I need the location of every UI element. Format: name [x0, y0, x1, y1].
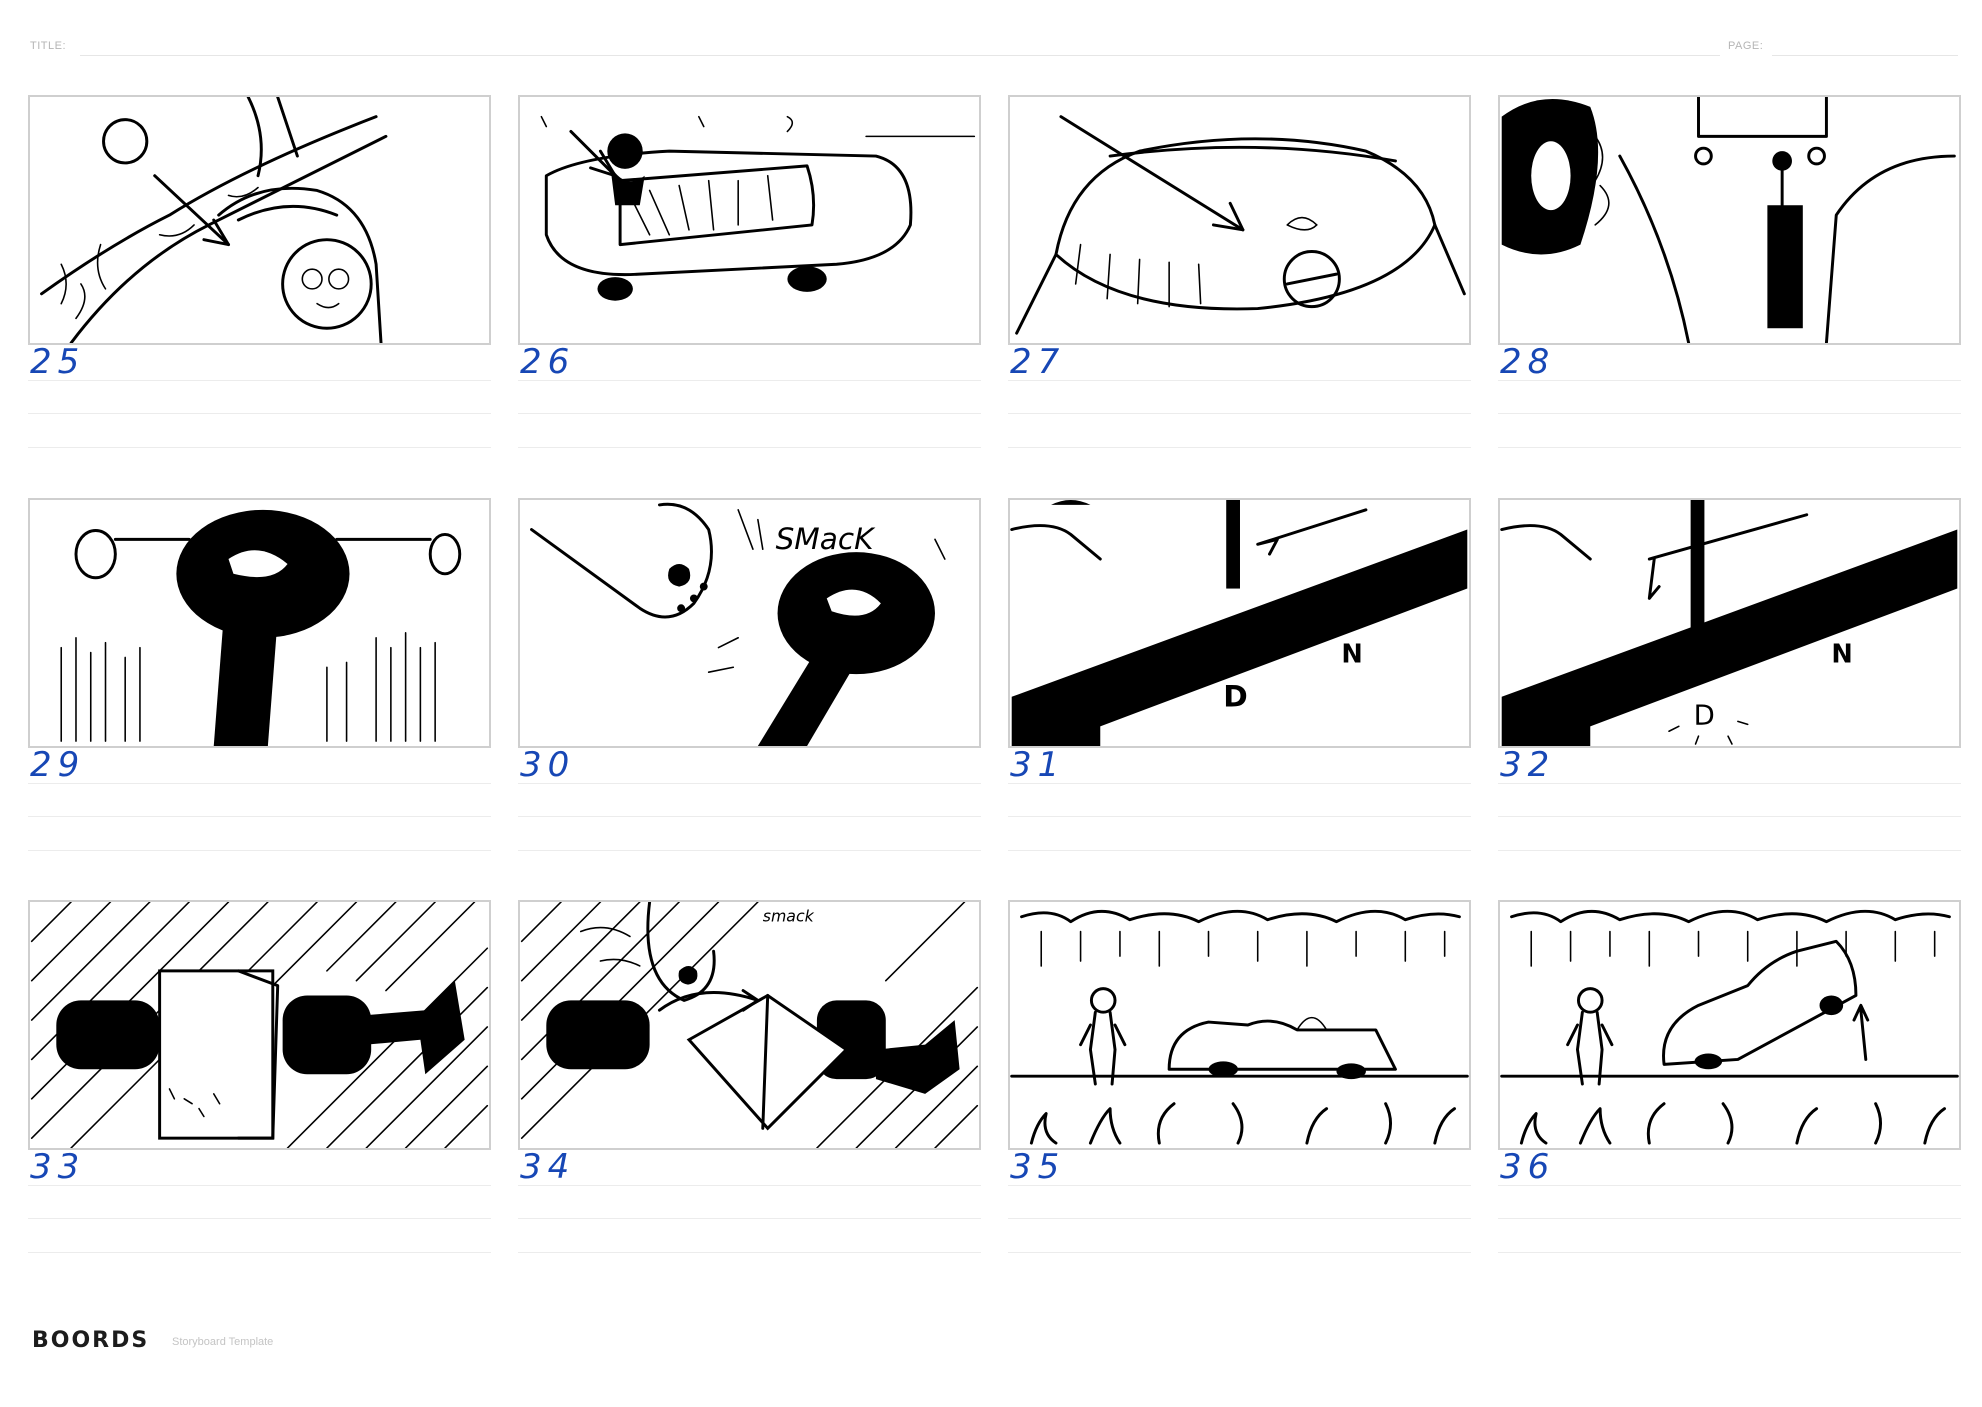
- panel-number: 33: [30, 1147, 86, 1187]
- smack-text: SMacK: [776, 522, 877, 556]
- note-line: [1008, 413, 1471, 414]
- storyboard-panel-30[interactable]: SMacK 30: [518, 498, 981, 851]
- gear-n-label: N: [1831, 639, 1852, 669]
- smack-text-small: smack: [763, 907, 815, 926]
- panel-frame[interactable]: [1498, 95, 1961, 345]
- note-line: [1008, 850, 1471, 851]
- panel-number: 26: [520, 342, 576, 382]
- note-line: [1498, 1185, 1961, 1186]
- note-line: [28, 783, 491, 784]
- title-line: [80, 55, 1720, 56]
- note-line: [1008, 1185, 1471, 1186]
- panel-frame[interactable]: [1008, 900, 1471, 1150]
- gear-n-label: N: [1341, 639, 1362, 669]
- storyboard-panel-33[interactable]: 33: [28, 900, 491, 1253]
- note-line: [28, 1185, 491, 1186]
- note-line: [28, 413, 491, 414]
- panel-frame[interactable]: [28, 95, 491, 345]
- storyboard-panel-28[interactable]: 28: [1498, 95, 1961, 448]
- panel-number: 29: [30, 745, 86, 785]
- storyboard-panel-36[interactable]: 36: [1498, 900, 1961, 1253]
- storyboard-panel-32[interactable]: D N 32: [1498, 498, 1961, 851]
- panel-frame[interactable]: [1498, 900, 1961, 1150]
- page-label: PAGE:: [1728, 40, 1764, 52]
- sketch-gear-selector-d-shift: D N: [1500, 500, 1958, 746]
- note-line: [518, 380, 981, 381]
- note-line: [518, 816, 981, 817]
- sketch-tree-grandma: [40, 97, 388, 343]
- page-line: [1772, 55, 1958, 56]
- sketch-steering-wheel-gearshift: [1501, 97, 1956, 343]
- note-line: [1498, 783, 1961, 784]
- storyboard-panel-25[interactable]: 25: [28, 95, 491, 448]
- note-line: [28, 1252, 491, 1253]
- storyboard-panel-27[interactable]: 27: [1008, 95, 1471, 448]
- panel-frame[interactable]: smack: [518, 900, 981, 1150]
- panel-number: 31: [1010, 745, 1066, 785]
- panel-frame[interactable]: [518, 95, 981, 345]
- note-line: [1008, 1252, 1471, 1253]
- sketch-brick-on-pedal: [30, 902, 489, 1148]
- note-line: [1008, 1218, 1471, 1219]
- panel-number: 30: [520, 745, 576, 785]
- panel-number: 34: [520, 1147, 576, 1187]
- sketch-boy-and-car-tilting: [1500, 909, 1959, 1145]
- panel-frame[interactable]: D N: [1498, 498, 1961, 748]
- note-line: [518, 413, 981, 414]
- note-line: [1498, 380, 1961, 381]
- note-line: [1008, 447, 1471, 448]
- note-line: [1008, 380, 1471, 381]
- sketch-paw-smack: SMacK: [530, 502, 946, 746]
- sketch-boy-and-car: [1010, 909, 1469, 1145]
- title-label: TITLE:: [30, 40, 67, 52]
- storyboard-panel-26[interactable]: 26: [518, 95, 981, 448]
- note-line: [1498, 413, 1961, 414]
- sketch-gear-selector-d: D N: [1010, 500, 1468, 746]
- note-line: [1008, 783, 1471, 784]
- note-line: [1498, 447, 1961, 448]
- sketch-car-top-view: [540, 115, 976, 301]
- panel-frame[interactable]: [28, 498, 491, 748]
- storyboard-panel-34[interactable]: smack 34: [518, 900, 981, 1253]
- footer-subtitle: Storyboard Template: [172, 1336, 274, 1348]
- note-line: [518, 1252, 981, 1253]
- note-line: [518, 1185, 981, 1186]
- note-line: [28, 380, 491, 381]
- gear-d-label: D: [1223, 680, 1248, 714]
- panel-frame[interactable]: D N: [1008, 498, 1471, 748]
- note-line: [518, 447, 981, 448]
- panel-number: 32: [1500, 745, 1556, 785]
- note-line: [1498, 816, 1961, 817]
- panel-number: 28: [1500, 342, 1556, 382]
- panel-number: 36: [1500, 1147, 1556, 1187]
- note-line: [1498, 1218, 1961, 1219]
- panel-frame[interactable]: [28, 900, 491, 1150]
- note-line: [518, 783, 981, 784]
- panel-number: 25: [30, 342, 86, 382]
- note-line: [28, 816, 491, 817]
- boords-logo: BOORDS: [32, 1328, 150, 1353]
- note-line: [1498, 1252, 1961, 1253]
- storyboard-panel-31[interactable]: D N 31: [1008, 498, 1471, 851]
- gear-d-lit-label: D: [1694, 699, 1715, 731]
- panel-number: 35: [1010, 1147, 1066, 1187]
- note-line: [518, 1218, 981, 1219]
- sketch-car-rear-view: [1015, 115, 1466, 335]
- storyboard-panel-35[interactable]: 35: [1008, 900, 1471, 1253]
- note-line: [28, 850, 491, 851]
- note-line: [518, 850, 981, 851]
- panel-frame[interactable]: SMacK: [518, 498, 981, 748]
- note-line: [28, 447, 491, 448]
- sketch-gearshift-knob: [60, 509, 462, 746]
- panel-frame[interactable]: [1008, 95, 1471, 345]
- note-line: [1008, 816, 1471, 817]
- storyboard-panel-29[interactable]: 29: [28, 498, 491, 851]
- note-line: [1498, 850, 1961, 851]
- note-line: [28, 1218, 491, 1219]
- sketch-paw-pushes-brick: smack: [520, 902, 979, 1148]
- panel-number: 27: [1010, 342, 1066, 382]
